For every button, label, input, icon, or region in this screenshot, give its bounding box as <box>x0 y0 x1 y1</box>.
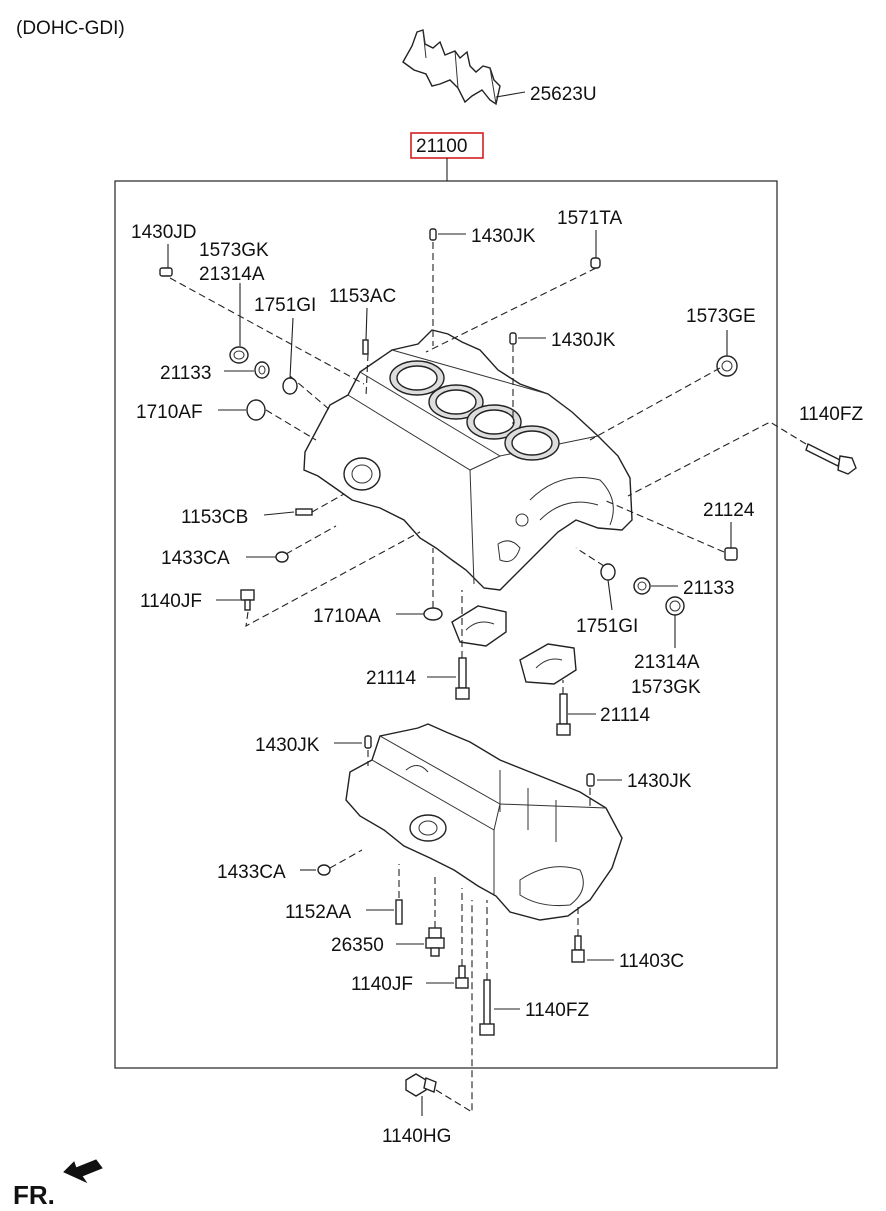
leader-1751GI-upper <box>289 317 294 379</box>
dash-1573GE <box>589 367 721 441</box>
dowel-pin-1430JD <box>159 267 173 277</box>
callout-21314A-upper: 21314A <box>199 264 265 285</box>
gasket-ring-1710AF <box>246 399 266 421</box>
callout-1433CA-upper: 1433CA <box>161 548 230 569</box>
callout-1751GI-upper: 1751GI <box>254 295 316 316</box>
dowel-pin-1430JK-c <box>364 735 372 749</box>
bolt-1140FZ-lower <box>479 979 495 1036</box>
engine-variant-label: (DOHC-GDI) <box>16 18 125 39</box>
bearing-cap-2 <box>519 643 577 685</box>
callout-1430JK-d: 1430JK <box>627 771 692 792</box>
dash-1433CA-upper <box>285 525 337 555</box>
dash-1153AC <box>365 353 369 397</box>
gasket-ring-1710AA <box>423 607 443 621</box>
callout-1571TA: 1571TA <box>557 208 622 229</box>
dash-1433CA-lower <box>329 849 363 869</box>
front-direction-indicator: FR. <box>13 1159 103 1210</box>
callout-1710AF: 1710AF <box>136 402 203 423</box>
front-label: FR. <box>13 1180 55 1210</box>
assembly-frame <box>114 180 778 1069</box>
callout-1140JF-lower: 1140JF <box>351 974 413 995</box>
dash-1751GI-upper <box>289 375 331 411</box>
front-arrow-icon <box>63 1159 103 1184</box>
dash-1153CB <box>311 493 345 513</box>
bolt-1140FZ-upper <box>805 443 857 475</box>
dash-1710AF <box>265 409 317 441</box>
dowel-21124 <box>724 547 738 561</box>
callout-1140FZ-upper: 1140FZ <box>799 404 863 425</box>
bolt-1140JF-upper <box>240 589 255 611</box>
bolt-11403C <box>571 935 585 963</box>
callout-1153CB: 1153CB <box>181 507 248 528</box>
dash-1751GI-lower <box>575 547 605 567</box>
callout-1573GE: 1573GE <box>686 306 756 327</box>
plug-1571TA <box>590 257 601 269</box>
leader-1751GI-lower <box>607 579 613 611</box>
callout-1430JK-c: 1430JK <box>255 735 320 756</box>
plug-1153CB <box>295 508 313 516</box>
oil-pressure-switch-26350 <box>425 927 445 957</box>
seal-21133-lower <box>633 577 651 595</box>
stud-1153AC <box>362 339 369 355</box>
callout-1751GI-lower: 1751GI <box>576 616 638 637</box>
cylinder-block <box>303 329 633 591</box>
callout-21114-a: 21114 <box>366 668 416 689</box>
callout-1710AA: 1710AA <box>313 606 381 627</box>
callout-1433CA-lower: 1433CA <box>217 862 286 883</box>
callout-1430JD: 1430JD <box>131 222 197 243</box>
dash-1571TA <box>425 267 597 353</box>
bolt-1140JF-lower <box>455 965 469 989</box>
bearing-cap-1 <box>451 605 507 647</box>
callout-21124: 21124 <box>703 500 755 521</box>
callout-1140FZ-lower: 1140FZ <box>525 1000 589 1021</box>
callout-11403C: 11403C <box>619 951 684 972</box>
lower-crankcase <box>345 723 623 921</box>
leader-1153CB <box>263 511 295 516</box>
callout-25623U: 25623U <box>530 84 597 105</box>
callout-21114-b: 21114 <box>600 705 650 726</box>
dash-1140FZ-upper <box>627 421 807 497</box>
callout-1140HG: 1140HG <box>382 1126 451 1147</box>
leader-25623U <box>495 91 526 98</box>
plug-1573GE <box>716 355 738 377</box>
callout-1152AA: 1152AA <box>285 902 352 923</box>
assembly-number: 21100 <box>416 136 467 157</box>
bolt-21114-a <box>455 657 470 700</box>
stud-1152AA <box>395 899 403 925</box>
bolt-1140HG <box>405 1073 437 1097</box>
callout-26350: 26350 <box>331 935 384 956</box>
dash-1140JF-upper <box>245 531 421 628</box>
plug-1573GK-upper <box>229 346 249 364</box>
callout-21133-lower: 21133 <box>683 578 734 599</box>
callout-1573GK-upper: 1573GK <box>199 240 269 261</box>
callout-21314A-lower: 21314A <box>634 652 700 673</box>
dowel-pin-1430JK-d <box>586 773 595 787</box>
dash-1430JD <box>169 277 365 385</box>
callout-1140JF-upper: 1140JF <box>140 591 202 612</box>
callout-1573GK-lower: 1573GK <box>631 677 701 698</box>
dash-1140HG <box>435 900 473 1113</box>
cover-gasket-part <box>402 29 501 106</box>
leader-1153AC <box>365 307 368 341</box>
o-ring-1751GI-lower <box>600 563 616 581</box>
callout-1430JK-b: 1430JK <box>551 330 616 351</box>
seal-21133-upper <box>254 361 270 379</box>
dowel-pin-1430JK-a <box>429 228 437 241</box>
callout-21133-upper: 21133 <box>160 363 211 384</box>
callout-1153AC: 1153AC <box>329 286 396 307</box>
plug-21314A-lower <box>665 596 685 616</box>
callout-1430JK-a: 1430JK <box>471 226 536 247</box>
plug-1433CA-lower <box>317 864 331 876</box>
dowel-pin-1430JK-b <box>509 332 517 345</box>
